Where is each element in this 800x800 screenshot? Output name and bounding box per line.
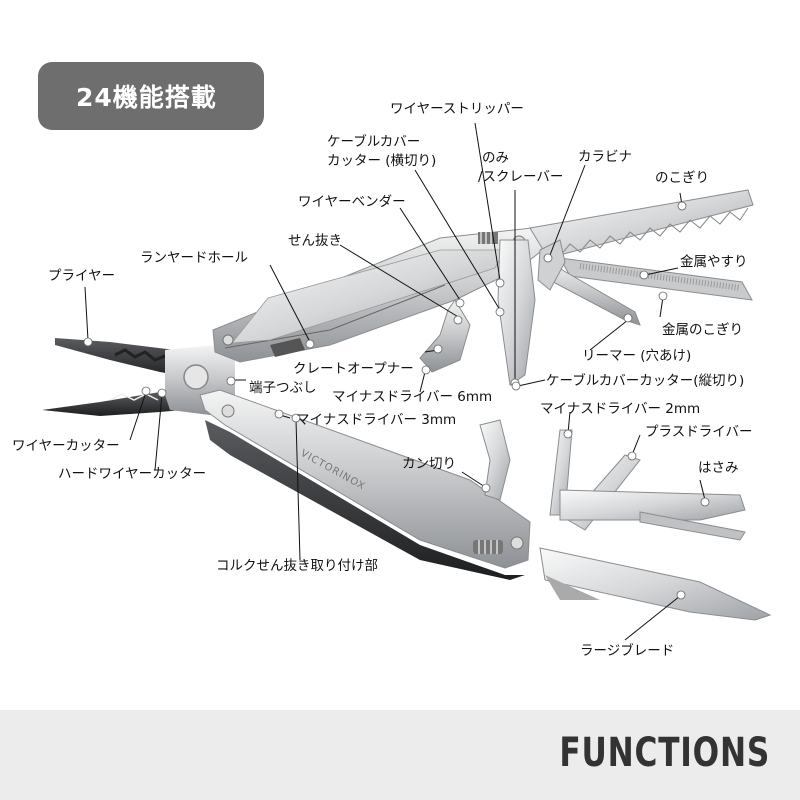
label-flat-driver-6mm: マイナスドライバー 6mm — [332, 389, 492, 405]
footer-title: FUNCTIONS — [559, 730, 770, 776]
label-lanyard-hole: ランヤードホール — [140, 250, 248, 266]
can-opener-tool — [479, 419, 511, 501]
label-metal-file: 金属やすり — [680, 254, 748, 270]
label-carabiner: カラビナ — [578, 149, 632, 165]
leader-lines — [84, 122, 706, 641]
label-wire-bender: ワイヤーベンダー — [298, 194, 406, 210]
label-chisel-1: のみ — [482, 150, 509, 166]
feature-count-badge: 24機能搭載 — [38, 62, 264, 130]
label-metal-saw: 金属のこぎり — [662, 322, 743, 338]
label-reamer: リーマー (穴あけ) — [582, 348, 691, 364]
label-pliers: プライヤー — [48, 268, 115, 284]
label-bottle-opener: せん抜き — [288, 233, 342, 249]
label-crate-opener: クレートオープナー — [293, 361, 414, 377]
label-phillips-driver: プラスドライバー — [645, 424, 752, 440]
scissors-tool — [559, 489, 746, 521]
label-can-opener: カン切り — [402, 456, 456, 472]
label-wire-stripper: ワイヤーストリッパー — [390, 101, 524, 117]
callout-labels: ワイヤーストリッパー ケーブルカバー カッター (横切り) のみ /スクレーバー… — [12, 101, 752, 659]
label-wire-cutter: ワイヤーカッター — [12, 438, 120, 454]
metal-file — [559, 257, 753, 301]
label-large-blade: ラージブレード — [580, 642, 674, 659]
label-cable-cover-cutter-horizontal-2: カッター (横切り) — [327, 153, 436, 169]
label-saw: のこぎり — [655, 170, 709, 186]
multitool-illustration: VICTORINOX — [42, 189, 772, 621]
label-chisel-2: /スクレーバー — [478, 169, 563, 185]
plier-lower-jaw — [42, 392, 205, 416]
label-scissors: はさみ — [698, 460, 739, 476]
multitool-diagram: VICTORINOX — [12, 101, 772, 659]
large-blade-tool — [539, 547, 772, 621]
label-flat-driver-2mm: マイナスドライバー 2mm — [540, 401, 700, 417]
chisel-tool — [497, 239, 536, 386]
carabiner-tool — [537, 239, 566, 291]
label-corkscrew-mount: コルクせん抜き取り付け部 — [216, 558, 378, 574]
label-terminal-crimper: 端子つぶし — [249, 380, 317, 396]
label-flat-driver-3mm: マイナスドライバー 3mm — [296, 412, 456, 428]
saw-blade — [529, 189, 754, 259]
footer-bar: FUNCTIONS — [0, 710, 800, 800]
callout-dots — [83, 201, 710, 600]
crate-opener-tool — [419, 299, 471, 373]
label-hard-wire-cutter: ハードワイヤーカッター — [58, 466, 206, 482]
label-cable-cover-cutter-horizontal-1: ケーブルカバー — [327, 133, 420, 150]
badge-text: 24機能搭載 — [76, 83, 217, 112]
label-cable-cover-cutter-vertical: ケーブルカバーカッター(縦切り) — [546, 372, 744, 389]
lower-handle — [199, 389, 531, 569]
